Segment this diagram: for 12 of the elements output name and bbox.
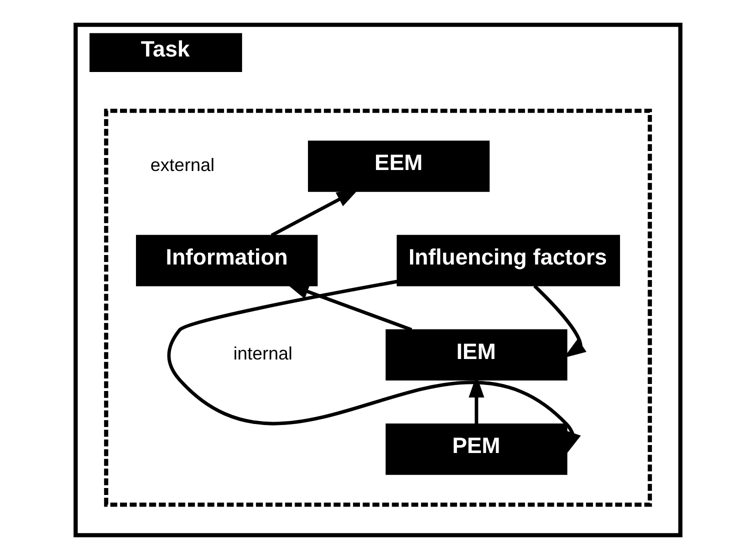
- label: internal: [232, 344, 292, 364]
- arrow: [270, 188, 358, 237]
- node-box: Influencing factors: [396, 234, 620, 286]
- cluster: [104, 108, 652, 507]
- arrow: [166, 280, 580, 454]
- arrow: [532, 284, 586, 358]
- node-box: EEM: [307, 140, 490, 192]
- node-box: IEM: [385, 329, 567, 381]
- node-box: PEM: [385, 424, 567, 475]
- arrow: [286, 284, 412, 332]
- node-box: Information: [135, 234, 318, 286]
- label: external: [150, 154, 214, 175]
